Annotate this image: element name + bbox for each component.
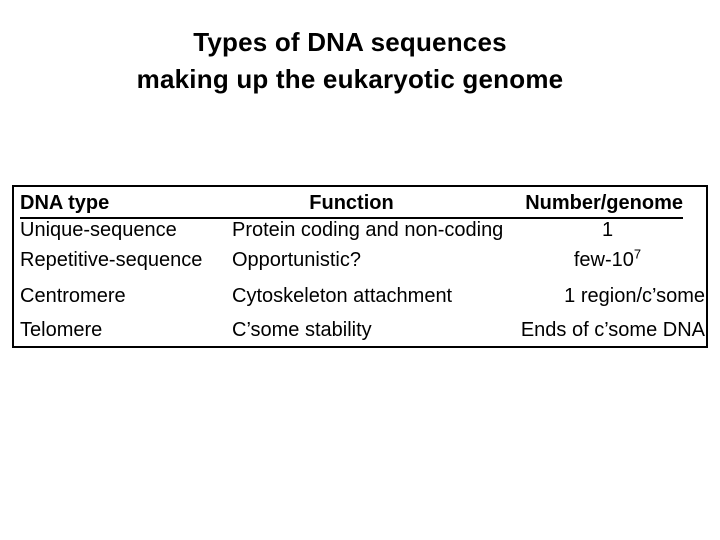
table-header-row: DNA type Function Number/genome [20,190,683,219]
table-row: Repetitive-sequence Opportunistic? few-1… [14,247,706,274]
table-row: Telomere C’some stability Ends of c’some… [14,317,706,344]
header-number-genome: Number/genome [525,192,683,214]
cell-dna-type: Unique-sequence [20,219,177,241]
title-line-1: Types of DNA sequences [193,27,507,57]
cell-dna-type: Centromere [20,285,126,307]
cell-number-base: few-10 [573,249,634,271]
table-row: Centromere Cytoskeleton attachment 1 reg… [14,283,706,310]
cell-number: 1 region/c’some [564,285,705,307]
page-title: Types of DNA sequences making up the euk… [0,24,700,98]
cell-number-exponent: 7 [633,246,642,262]
cell-dna-type: Telomere [20,319,103,341]
cell-number: few-107 [510,247,705,274]
header-function: Function [309,192,394,214]
cell-function: Protein coding and non-coding [232,219,504,241]
cell-function: Cytoskeleton attachment [232,285,453,307]
header-dna-type: DNA type [20,192,110,214]
cell-function: Opportunistic? [232,249,361,271]
table-row: Unique-sequence Protein coding and non-c… [14,217,706,244]
dna-table: DNA type Function Number/genome Unique-s… [12,185,708,348]
cell-number: 1 [601,219,614,241]
cell-number: Ends of c’some DNA [520,319,705,341]
title-line-2: making up the eukaryotic genome [136,64,564,94]
cell-dna-type: Repetitive-sequence [20,249,203,271]
cell-function: C’some stability [232,319,372,341]
